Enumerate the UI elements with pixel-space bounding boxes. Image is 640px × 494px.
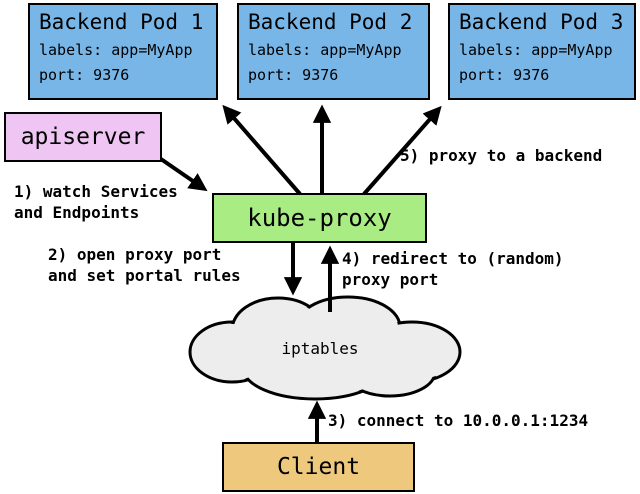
backend-pod-2-title: Backend Pod 2 [248,10,413,34]
backend-pod-2: Backend Pod 2 labels: app=MyApp port: 93… [237,3,430,100]
annotation-step-1: 1) watch Services and Endpoints [14,182,178,222]
backend-pod-3-port: port: 9376 [459,66,550,84]
annotation-step-3: 3) connect to 10.0.0.1:1234 [328,411,589,430]
apiserver-label: apiserver [20,124,146,150]
backend-pod-3: Backend Pod 3 labels: app=MyApp port: 93… [448,3,636,100]
client-label: Client [276,454,361,480]
arrow-kube-proxy-to-pod1 [222,104,302,196]
backend-pod-1: Backend Pod 1 labels: app=MyApp port: 93… [28,3,218,100]
backend-pod-1-labels: labels: app=MyApp [39,41,193,59]
kube-proxy-node: kube-proxy [212,193,427,243]
arrow-apiserver-to-kube-proxy [156,155,208,192]
client-node: Client [222,442,415,492]
annotation-step-2: 2) open proxy port and set portal rules [48,245,241,285]
apiserver-node: apiserver [4,112,162,162]
backend-pod-1-port: port: 9376 [39,66,130,84]
annotation-step-5: 5) proxy to a backend [400,146,603,165]
backend-pod-1-title: Backend Pod 1 [39,10,204,34]
iptables-cloud [188,295,462,401]
backend-pod-2-labels: labels: app=MyApp [248,41,402,59]
backend-pod-3-title: Backend Pod 3 [459,10,624,34]
iptables-label: iptables [281,339,359,358]
backend-pod-3-labels: labels: app=MyApp [459,41,613,59]
arrow-kube-proxy-to-pod3 [362,105,442,196]
backend-pod-2-port: port: 9376 [248,66,339,84]
annotation-step-4: 4) redirect to (random) proxy port [342,249,564,289]
kube-proxy-label: kube-proxy [247,204,392,232]
